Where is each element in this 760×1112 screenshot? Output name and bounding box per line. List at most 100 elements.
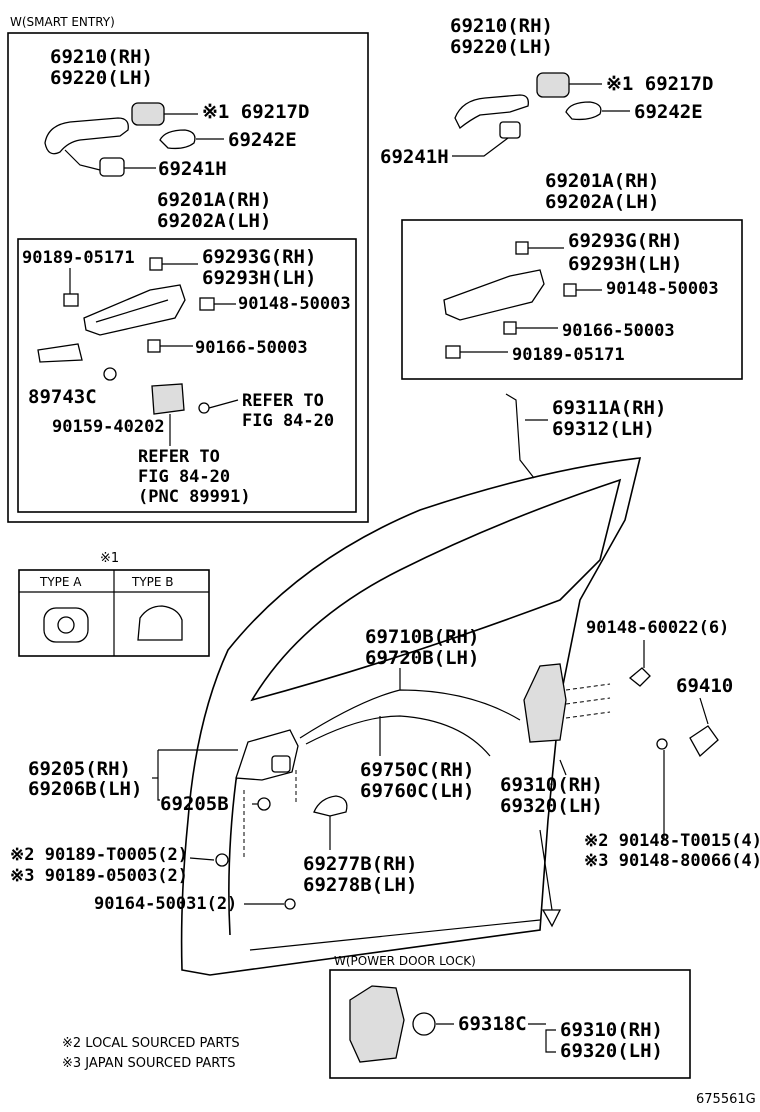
r-handle-frame bbox=[443, 269, 545, 321]
note-japan: ※3 JAPAN SOURCED PARTS bbox=[62, 1056, 236, 1071]
r-screw2-part bbox=[503, 321, 517, 335]
cap-part bbox=[131, 102, 165, 126]
bush-part bbox=[149, 257, 163, 271]
door-outline bbox=[180, 457, 642, 976]
door-parts-group: 69710B(RH) 69720B(LH) 90148-60022(6) 694… bbox=[10, 618, 760, 914]
striker-leader bbox=[699, 697, 709, 725]
r-frame-box bbox=[401, 219, 743, 380]
label-ref2-a: REFER TO bbox=[138, 447, 220, 467]
inner2-part bbox=[257, 797, 271, 811]
label-handle-lh: 69220(LH) bbox=[50, 67, 153, 89]
cover-part bbox=[313, 795, 348, 817]
r-label-pad2: 69241H bbox=[380, 146, 449, 168]
label-cable2-lh: 69760C(LH) bbox=[360, 780, 474, 802]
ref-screw bbox=[198, 402, 210, 414]
outside-handle-shape bbox=[44, 117, 129, 155]
power-bracket bbox=[545, 1029, 556, 1053]
clip-leader bbox=[189, 857, 215, 861]
sensor-module bbox=[151, 383, 185, 415]
smart-entry-box: W(SMART ENTRY) 69210(RH) 69220(LH) ※1 69… bbox=[7, 15, 369, 523]
label-cable2-rh: 69750C(RH) bbox=[360, 759, 474, 781]
smart-entry-title: W(SMART ENTRY) bbox=[10, 15, 115, 29]
type-a-label: TYPE A bbox=[39, 575, 82, 589]
label-bush-lh: 69293H(LH) bbox=[202, 267, 316, 289]
cable-2 bbox=[305, 715, 491, 757]
type-b-label: TYPE B bbox=[131, 575, 174, 589]
label-clip: 90189-05171 bbox=[22, 248, 135, 268]
r-cap-part bbox=[536, 72, 570, 98]
note-local: ※2 LOCAL SOURCED PARTS bbox=[62, 1036, 240, 1051]
label-power-lock-lh: 69320(LH) bbox=[560, 1040, 663, 1062]
label-handle-rh: 69210(RH) bbox=[50, 46, 153, 68]
label-power-lock-rh: 69310(RH) bbox=[560, 1019, 663, 1041]
lock-leader bbox=[559, 759, 567, 776]
label-ref1-b: FIG 84-20 bbox=[242, 411, 334, 431]
r-pad2-part bbox=[499, 121, 521, 139]
label-rod-rh: 69311A(RH) bbox=[552, 397, 666, 419]
label-pad2: 69241H bbox=[158, 158, 227, 180]
inside-handle-lever bbox=[271, 755, 291, 773]
figure-number: 675561G bbox=[696, 1092, 756, 1107]
pad2-part bbox=[99, 157, 125, 177]
screw-part bbox=[284, 898, 296, 910]
lock-dash-1 bbox=[565, 683, 611, 691]
lock-rod bbox=[505, 393, 535, 479]
label-bolt2-a: ※2 90148-T0015(4) bbox=[584, 831, 760, 851]
label-screw-a: 90164-50031(2) bbox=[94, 894, 237, 914]
frame-inner-box bbox=[17, 238, 357, 513]
r-label-screw2: 90166-50003 bbox=[562, 321, 675, 341]
type-mark: ※1 bbox=[100, 551, 119, 566]
door-outer-edge bbox=[180, 457, 642, 976]
r-label-handle-lh: 69220(LH) bbox=[450, 36, 553, 58]
power-lock-assembly bbox=[349, 985, 405, 1063]
label-inner2: 69205B bbox=[160, 793, 229, 815]
handle-arm bbox=[64, 149, 101, 171]
label-clip-b: ※3 90189-05003(2) bbox=[10, 866, 188, 886]
label-ref1-a: REFER TO bbox=[242, 391, 324, 411]
r-clip-part bbox=[445, 345, 461, 359]
pad-part bbox=[159, 129, 196, 150]
striker-part bbox=[689, 725, 719, 758]
r-label-cap: ※1 69217D bbox=[606, 73, 713, 95]
label-cable-rh: 69710B(RH) bbox=[365, 626, 479, 648]
label-ref2-c: (PNC 89991) bbox=[138, 487, 251, 507]
bolt-part bbox=[628, 667, 651, 687]
label-lock-rh: 69310(RH) bbox=[500, 774, 603, 796]
label-sensor: 89743C bbox=[28, 386, 97, 408]
notes-group: ※2 LOCAL SOURCED PARTS ※3 JAPAN SOURCED … bbox=[62, 1036, 756, 1107]
r-label-pad: 69242E bbox=[634, 101, 703, 123]
r-label-frame-lh: 69202A(LH) bbox=[545, 191, 659, 213]
screw2-part bbox=[147, 339, 161, 353]
label-rod-lh: 69312(LH) bbox=[552, 418, 655, 440]
inner-bracket bbox=[157, 750, 160, 801]
power-lock-box: W(POWER DOOR LOCK) 69318C 69310(RH) 6932… bbox=[329, 954, 691, 1079]
type-box: ※1 TYPE A TYPE B bbox=[18, 551, 210, 657]
r-label-bush-lh: 69293H(LH) bbox=[568, 253, 682, 275]
r-bush-part bbox=[515, 241, 529, 255]
label-cap: ※1 69217D bbox=[202, 101, 309, 123]
power-lock-title: W(POWER DOOR LOCK) bbox=[334, 954, 476, 968]
inside-handle bbox=[235, 729, 299, 781]
label-power-part: 69318C bbox=[458, 1013, 527, 1035]
r-pad2-leader bbox=[452, 137, 509, 157]
label-screw2: 90166-50003 bbox=[195, 338, 308, 358]
type-b-cap bbox=[137, 605, 183, 641]
label-inner-lh: 69206B(LH) bbox=[28, 778, 142, 800]
label-inner-rh: 69205(RH) bbox=[28, 758, 131, 780]
label-cable-lh: 69720B(LH) bbox=[365, 647, 479, 669]
r-outside-handle bbox=[454, 94, 529, 130]
type-a-keyhole bbox=[57, 616, 75, 634]
lock-dash-2 bbox=[565, 697, 611, 705]
label-cover-rh: 69277B(RH) bbox=[303, 853, 417, 875]
power-lock-frame bbox=[329, 969, 691, 1079]
label-bolt: 90148-60022(6) bbox=[586, 618, 729, 638]
label-screw1: 90148-50003 bbox=[238, 294, 351, 314]
label-frame-lh: 69202A(LH) bbox=[157, 210, 271, 232]
label-cover-lh: 69278B(LH) bbox=[303, 874, 417, 896]
r-screw1-part bbox=[563, 283, 577, 297]
label-screw3: 90159-40202 bbox=[52, 417, 165, 437]
r-pad-part bbox=[565, 101, 602, 121]
label-pad: 69242E bbox=[228, 129, 297, 151]
clip-part bbox=[63, 293, 79, 307]
